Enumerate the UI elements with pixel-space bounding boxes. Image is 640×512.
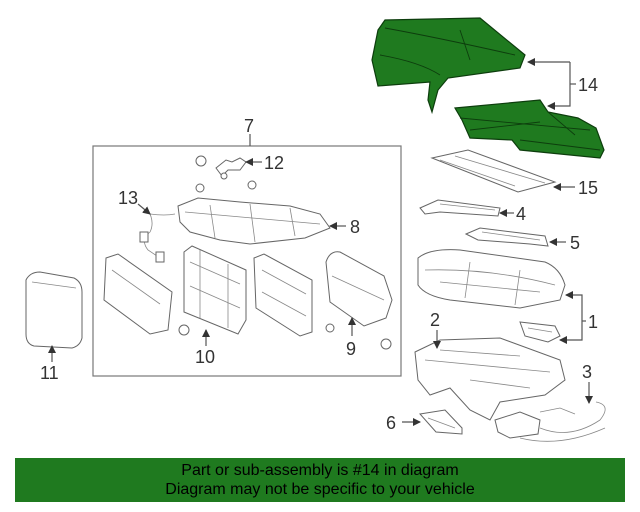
callout-5: 5 [549, 233, 580, 253]
callout-10: 10 [195, 329, 215, 367]
callout-4: 4 [499, 204, 526, 224]
svg-text:8: 8 [350, 217, 360, 237]
part-15-seat-pad[interactable] [430, 149, 557, 193]
part-4-bracket[interactable] [419, 199, 501, 217]
part-5-bracket[interactable] [464, 227, 549, 247]
callout-11: 11 [40, 345, 59, 383]
part-14-seat-cover[interactable] [371, 17, 605, 159]
parts-diagram: 14 15 4 5 1 [25, 17, 606, 442]
svg-text:7: 7 [244, 116, 254, 136]
svg-text:12: 12 [264, 153, 284, 173]
callout-8: 8 [329, 217, 360, 237]
svg-text:15: 15 [578, 178, 598, 198]
svg-text:6: 6 [386, 413, 396, 433]
sub-assembly-7-box: 7 [92, 116, 402, 377]
part-6-bracket[interactable] [419, 409, 463, 435]
part-11-armrest-pad[interactable] [25, 271, 83, 349]
svg-text:9: 9 [346, 339, 356, 359]
callout-12: 12 [245, 153, 284, 173]
callout-3: 3 [582, 362, 593, 404]
callout-9: 9 [346, 317, 356, 359]
part-2-seat-frame[interactable] [414, 337, 566, 421]
part-seatback-frame[interactable] [253, 253, 313, 337]
part-13-wire[interactable] [139, 209, 176, 263]
callout-6: 6 [386, 413, 421, 433]
svg-text:5: 5 [570, 233, 580, 253]
svg-text:13: 13 [118, 188, 138, 208]
banner-line-2: Diagram may not be specific to your vehi… [165, 481, 475, 498]
svg-text:2: 2 [430, 310, 440, 330]
callout-label-14: 14 [578, 75, 598, 95]
callout-1: 1 [559, 291, 598, 344]
callout-13: 13 [118, 188, 151, 215]
svg-text:10: 10 [195, 347, 215, 367]
part-9-side-panel[interactable] [325, 251, 393, 350]
svg-text:11: 11 [40, 363, 59, 383]
banner-line-1: Part or sub-assembly is #14 in diagram [181, 462, 459, 479]
svg-text:4: 4 [516, 204, 526, 224]
part-10-frame[interactable] [178, 245, 247, 336]
svg-text:1: 1 [588, 312, 598, 332]
info-banner: Part or sub-assembly is #14 in diagram D… [15, 458, 625, 502]
part-8-frame[interactable] [177, 197, 331, 245]
callout-2: 2 [430, 310, 441, 349]
callout-14: 14 [527, 58, 598, 110]
part-3-wire-harness[interactable] [494, 401, 606, 442]
svg-text:3: 3 [582, 362, 592, 382]
callout-15: 15 [553, 178, 598, 198]
part-back-panel[interactable] [103, 253, 173, 335]
part-1-seat-cushion[interactable] [417, 249, 566, 343]
